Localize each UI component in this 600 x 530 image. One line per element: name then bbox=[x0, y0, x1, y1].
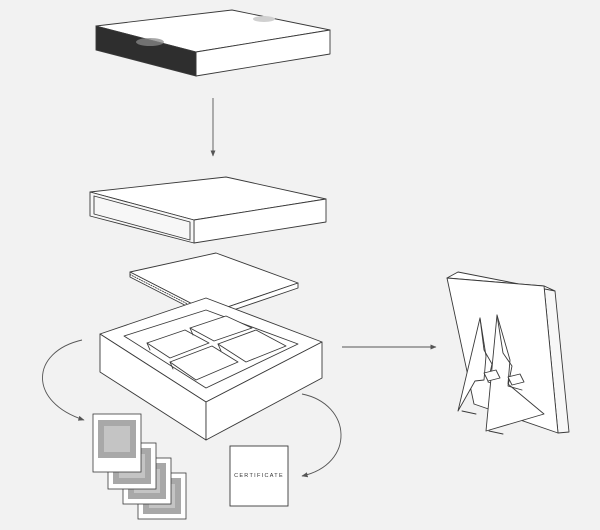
certificate-label: CERTIFICATE bbox=[234, 473, 284, 479]
closed-box bbox=[95, 9, 331, 77]
easel-frame bbox=[446, 271, 570, 435]
arrow-to-prints bbox=[42, 339, 85, 421]
certificate-card: CERTIFICATE bbox=[229, 445, 289, 507]
open-sleeve bbox=[89, 176, 327, 244]
insert-tray bbox=[99, 297, 323, 441]
print-stack bbox=[92, 413, 187, 520]
arrow-to-certificate bbox=[301, 393, 342, 478]
print-1 bbox=[92, 413, 142, 473]
